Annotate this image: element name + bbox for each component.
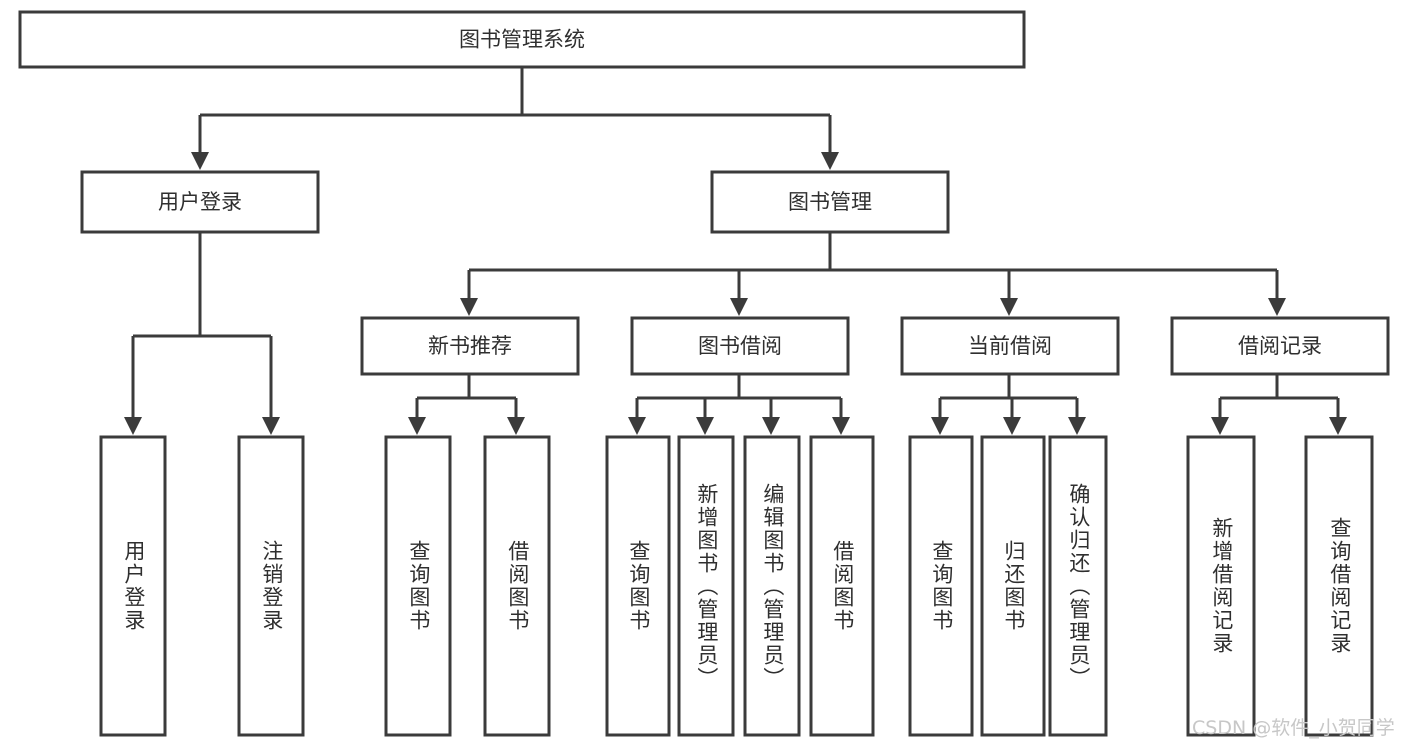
level3-node-图书借阅-1-box[interactable] [630, 316, 850, 376]
level3-node-借阅记录-3-label: 借阅记录 [1238, 334, 1322, 358]
root-arrowhead-0 [191, 152, 209, 170]
level3-node-当前借阅-2-box[interactable] [900, 316, 1120, 376]
book-borrow-arrowhead-3 [832, 417, 850, 435]
level3-node-借阅记录-3-box[interactable] [1170, 316, 1390, 376]
leaf-node-归还图书-9-box[interactable] [980, 435, 1046, 737]
current-borrow-arrowhead-1 [1003, 417, 1021, 435]
user-login-arrowhead-1 [262, 417, 280, 435]
leaf-node-查询图书-4-box[interactable] [605, 435, 671, 737]
book-mgmt-arrowhead-0 [460, 298, 478, 316]
book-borrow-arrowhead-0 [628, 417, 646, 435]
leaf-node-借阅图书-3-box[interactable] [483, 435, 551, 737]
level2-node-用户登录-0-label: 用户登录 [158, 190, 242, 214]
borrow-record-arrowhead-1 [1329, 417, 1347, 435]
leaf-node-编辑图书管理员-6-box[interactable] [743, 435, 801, 737]
level3-node-新书推荐-0-box[interactable] [360, 316, 580, 376]
leaf-node-注销登录-1-box[interactable] [237, 435, 305, 737]
leaf-node-借阅图书-7-box[interactable] [809, 435, 875, 737]
new-book-rec-arrowhead-1 [507, 417, 525, 435]
leaf-node-新增借阅记录-11-box[interactable] [1186, 435, 1256, 737]
level2-node-用户登录-0-box[interactable] [80, 170, 320, 234]
level3-node-新书推荐-0-label: 新书推荐 [428, 334, 512, 358]
current-borrow-arrowhead-0 [931, 417, 949, 435]
leaf-node-查询图书-2-box[interactable] [384, 435, 452, 737]
book-mgmt-arrowhead-3 [1268, 298, 1286, 316]
book-borrow-arrowhead-2 [762, 417, 780, 435]
root-arrowhead-1 [821, 152, 839, 170]
level3-node-当前借阅-2-label: 当前借阅 [968, 334, 1052, 358]
borrow-record-arrowhead-0 [1211, 417, 1229, 435]
node-box-layer [18, 10, 1390, 737]
leaf-node-确认归还管理员-10-box[interactable] [1048, 435, 1108, 737]
root-node-图书管理系统-0-box[interactable] [18, 10, 1026, 69]
book-mgmt-arrowhead-1 [730, 298, 748, 316]
root-node-图书管理系统-0-label: 图书管理系统 [459, 28, 585, 52]
leaf-node-查询借阅记录-12-box[interactable] [1304, 435, 1374, 737]
level2-node-图书管理-1-label: 图书管理 [788, 190, 872, 214]
current-borrow-arrowhead-2 [1068, 417, 1086, 435]
new-book-rec-arrowhead-0 [408, 417, 426, 435]
level3-node-图书借阅-1-label: 图书借阅 [698, 334, 782, 358]
level2-node-图书管理-1-box[interactable] [710, 170, 950, 234]
book-borrow-arrowhead-1 [696, 417, 714, 435]
user-login-arrowhead-0 [124, 417, 142, 435]
book-mgmt-arrowhead-2 [1000, 298, 1018, 316]
leaf-node-查询图书-8-box[interactable] [908, 435, 974, 737]
connector-layer [124, 67, 1347, 435]
leaf-node-用户登录-0-box[interactable] [99, 435, 167, 737]
leaf-node-新增图书管理员-5-box[interactable] [677, 435, 735, 737]
